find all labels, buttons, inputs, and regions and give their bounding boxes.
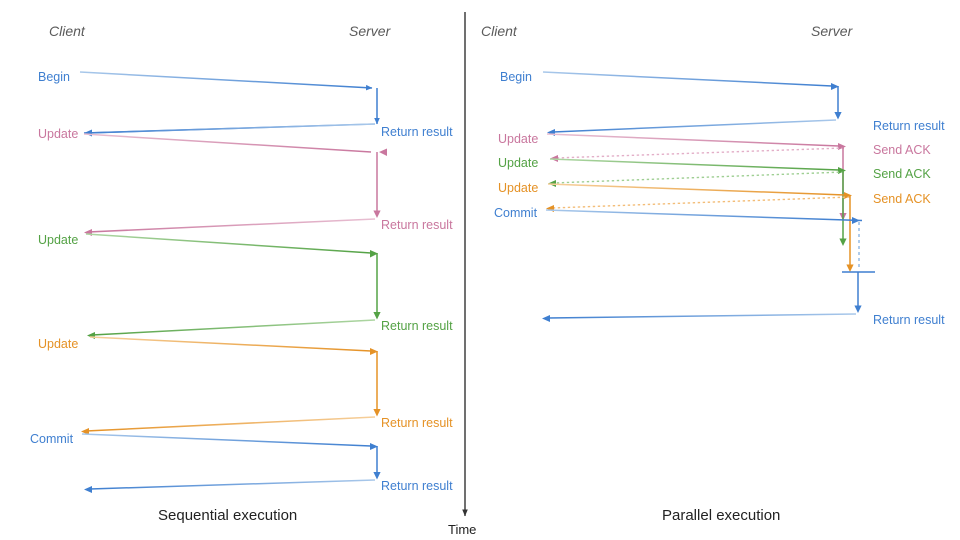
p-arrow-update3-request-head	[844, 192, 852, 199]
panel-caption-sequential: Sequential execution	[158, 507, 298, 524]
arrow-begin-response-head	[84, 129, 92, 137]
p-server-activation-begin-head	[834, 112, 842, 120]
arrow-update2-response	[91, 319, 376, 336]
arrow-update2-request	[85, 233, 372, 254]
msg-label-sequential-server-3: Return result	[381, 416, 453, 430]
time-axis-label: Time	[448, 522, 477, 537]
p-arrow-update2-ack	[552, 171, 845, 184]
msg-label-sequential-client-3: Update	[38, 337, 79, 351]
arrow-update2-response-head	[87, 332, 95, 339]
msg-label-parallel-client-4: Commit	[494, 206, 538, 220]
server-activation-update3-head	[373, 409, 381, 417]
arrow-commit-response	[89, 479, 376, 490]
server-activation-update2-head	[373, 312, 381, 320]
msg-label-sequential-server-1: Return result	[381, 218, 453, 232]
arrow-update2-request-head	[370, 250, 378, 258]
panel-caption-parallel: Parallel execution	[662, 507, 781, 524]
lane-header-server-parallel: Server	[811, 23, 853, 39]
msg-label-sequential-client-2: Update	[38, 233, 79, 247]
arrow-begin-request	[79, 71, 373, 91]
p-server-activation-update2-head	[839, 238, 847, 246]
msg-label-parallel-server-0: Return result	[873, 119, 945, 133]
arrow-update3-request	[89, 336, 372, 352]
p-arrow-update2-request	[549, 158, 840, 171]
arrow-update3-response	[85, 416, 376, 432]
arrow-begin-response-path	[83, 123, 376, 134]
p-arrow-commit-response	[547, 313, 857, 319]
msg-label-parallel-server-3: Send ACK	[873, 192, 931, 206]
msg-label-sequential-client-1: Update	[38, 127, 79, 141]
msg-label-parallel-server-4: Return result	[873, 313, 945, 327]
p-arrow-update1-ack	[554, 147, 845, 159]
p-arrow-begin-request	[542, 71, 833, 87]
msg-label-sequential-client-0: Begin	[38, 70, 70, 84]
arrow-commit-response-head	[84, 486, 92, 493]
p-arrow-update3-ack	[551, 196, 851, 209]
p-arrow-commit-request	[545, 209, 847, 221]
arrow-update1-request	[83, 133, 372, 153]
msg-label-parallel-client-2: Update	[498, 156, 539, 170]
msg-label-parallel-client-3: Update	[498, 181, 539, 195]
msg-label-sequential-server-4: Return result	[381, 479, 453, 493]
msg-label-sequential-client-4: Commit	[30, 432, 74, 446]
msg-label-parallel-client-1: Update	[498, 132, 539, 146]
server-activation-update1-head	[373, 210, 381, 218]
p-arrow-begin-response	[552, 119, 837, 133]
p-server-activation-update3-head	[846, 264, 854, 272]
parallel-panel-arrows	[542, 71, 875, 322]
arrow-update3-response-head	[81, 428, 89, 435]
p-arrow-update3-request	[547, 183, 846, 196]
lane-header-client-sequential: Client	[49, 23, 85, 39]
p-arrow-update1-request-head	[838, 143, 846, 150]
sequential-panel-arrows	[79, 71, 387, 493]
msg-label-sequential-server-2: Return result	[381, 319, 453, 333]
arrow-commit-request-head	[370, 443, 378, 450]
p-arrow-update2-request-head	[838, 167, 846, 174]
p-arrow-begin-request-head	[831, 83, 839, 90]
arrow-update3-request-head	[370, 348, 378, 355]
lane-header-client-parallel: Client	[481, 23, 517, 39]
p-arrow-commit-request-tail	[845, 219, 863, 222]
msg-label-parallel-server-2: Send ACK	[873, 167, 931, 181]
arrow-update1-request-head	[379, 148, 387, 156]
msg-label-parallel-client-0: Begin	[500, 70, 532, 84]
p-arrow-commit-response-head	[542, 315, 550, 322]
arrow-update1-response	[87, 218, 376, 233]
server-activation-commit-head	[373, 472, 381, 480]
msg-label-sequential-server-0: Return result	[381, 125, 453, 139]
msg-label-parallel-server-1: Send ACK	[873, 143, 931, 157]
p-server-activation-commit-head	[854, 305, 862, 313]
lane-header-server-sequential: Server	[349, 23, 391, 39]
arrow-commit-request	[81, 433, 372, 447]
p-arrow-update1-request	[546, 133, 840, 147]
